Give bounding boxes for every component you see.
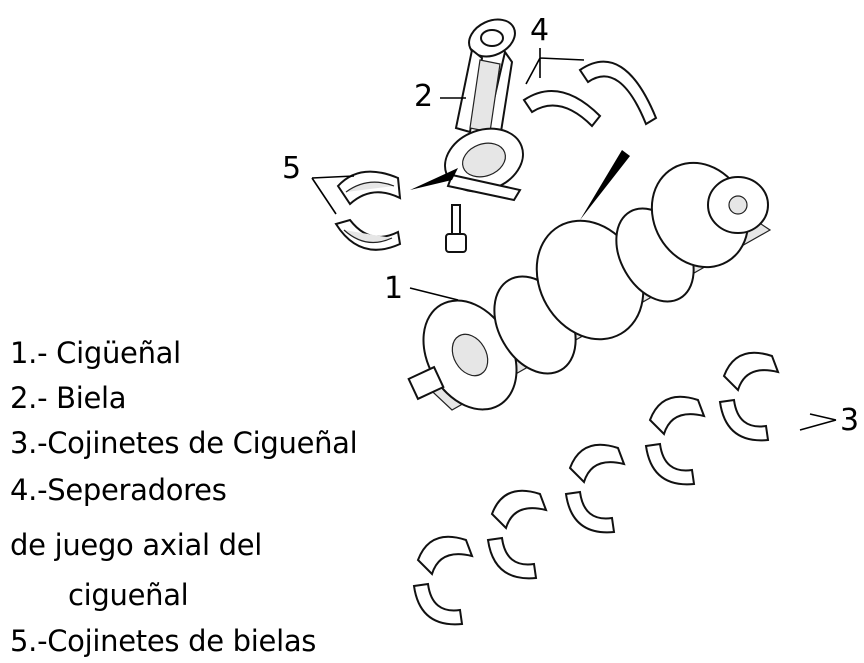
rod-bolt	[446, 205, 466, 252]
legend-item-rod-bearings: 5.-Cojinetes de bielas	[10, 624, 316, 659]
crank-arrow	[580, 150, 630, 220]
main-bearing-pair	[414, 537, 472, 625]
main-bearing-pair	[646, 397, 704, 485]
rod-bearings	[336, 172, 400, 250]
legend-item-thrust-washers-line3: cigueñal	[68, 578, 188, 613]
callout-2: 2	[414, 79, 433, 114]
legend-item-crankshaft: 1.- Cigüeñal	[10, 336, 181, 371]
callout-4: 4	[530, 13, 549, 48]
legend-item-connecting-rod: 2.- Biela	[10, 381, 126, 416]
callout-5: 5	[282, 151, 301, 186]
main-bearing-pair	[488, 491, 546, 579]
callout-1: 1	[384, 271, 403, 306]
callout-3: 3	[840, 403, 859, 438]
main-bearing-pair	[720, 353, 778, 441]
legend-item-thrust-washers-line2: de juego axial del	[10, 528, 262, 563]
legend-item-thrust-washers: 4.-Seperadores	[10, 473, 227, 508]
main-bearing-pair	[566, 445, 624, 533]
legend-item-main-bearings: 3.-Cojinetes de Cigueñal	[10, 426, 357, 461]
thrust-washers	[524, 62, 656, 126]
